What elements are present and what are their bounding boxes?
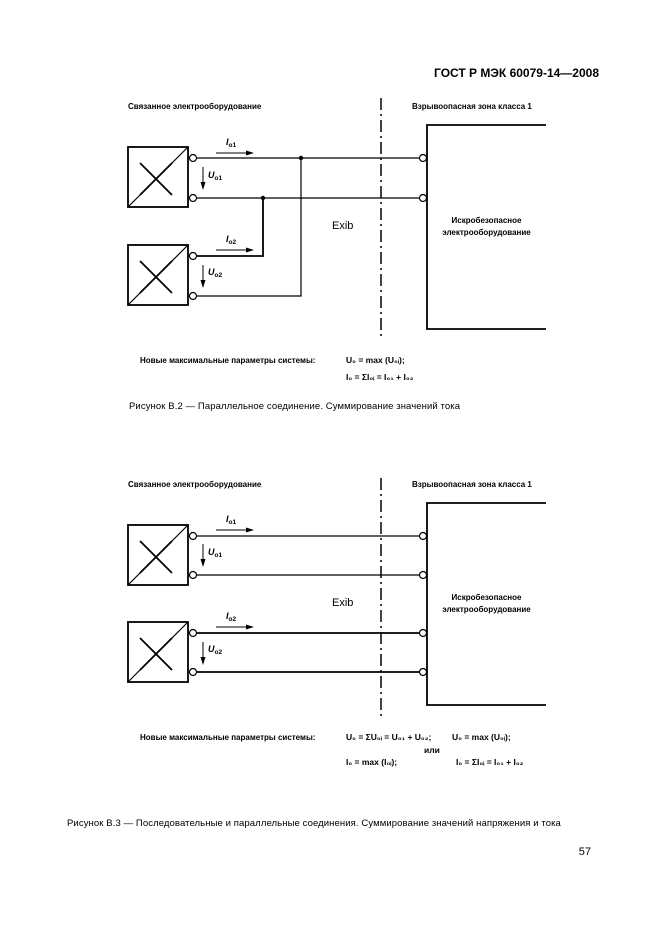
associated-equipment-label: Связанное электрооборудование (128, 102, 262, 111)
terminal (418, 153, 428, 163)
or-label: или (424, 745, 440, 755)
figure-b2: Связанное электрооборудование Взрывоопас… (0, 90, 661, 450)
terminal (188, 628, 198, 638)
wire-box2-bottom (197, 158, 302, 297)
figure-b3-diagram (127, 478, 546, 716)
associated-equipment-1 (127, 524, 189, 586)
intrinsically-safe-equipment-box (426, 124, 546, 330)
current-i2-label: Io2 (226, 611, 237, 623)
terminal (418, 628, 428, 638)
intrinsically-safe-equipment-box (426, 502, 546, 706)
current-arrow-icon (216, 150, 254, 156)
terminal (188, 193, 198, 203)
current-i1-label: Io1 (226, 514, 237, 526)
exib-label: Exib (332, 597, 354, 609)
formula-voltage: U₀ = max (U₀ᵢ); (346, 355, 405, 365)
formula-voltage-max: U₀ = max (U₀ᵢ); (452, 732, 511, 742)
figure-b3-caption: Рисунок В.3 — Последовательные и паралле… (67, 818, 561, 829)
voltage-u2-label: Uo2 (208, 644, 223, 656)
terminal (188, 251, 198, 261)
voltage-arrow-icon (200, 642, 206, 665)
intrinsically-safe-label: Искробезопасное электрооборудование (442, 216, 531, 237)
hazardous-zone-label: Взрывоопасная зона класса 1 (412, 480, 532, 489)
terminal (188, 531, 198, 541)
terminal (418, 531, 428, 541)
current-i1-label: Io1 (226, 137, 237, 149)
formula-current-sum: I₀ = ΣI₀ᵢ = I₀₁ + I₀₂ (456, 757, 524, 767)
voltage-arrow-icon (200, 265, 206, 288)
terminal (418, 570, 428, 580)
associated-equipment-2 (127, 244, 189, 306)
exib-label: Exib (332, 220, 354, 232)
figure-b2-diagram (127, 98, 546, 340)
terminal (188, 570, 198, 580)
associated-equipment-1 (127, 146, 189, 208)
terminal (188, 667, 198, 677)
page-header: ГОСТ Р МЭК 60079-14—2008 (434, 66, 599, 80)
current-i2-label: Io2 (226, 234, 237, 246)
system-params-label: Новые максимальные параметры системы: (140, 356, 316, 365)
voltage-u1-label: Uo1 (208, 547, 223, 559)
junction-dot (298, 155, 304, 161)
junction-dot (260, 195, 266, 201)
current-arrow-icon (216, 247, 254, 253)
formula-voltage-sum: U₀ = ΣU₀ᵢ = U₀₁ + U₀₂; (346, 732, 432, 742)
formula-current-max: I₀ = max (I₀ᵢ); (346, 757, 398, 767)
voltage-u1-label: Uo1 (208, 170, 223, 182)
voltage-arrow-icon (200, 167, 206, 190)
associated-equipment-label: Связанное электрооборудование (128, 480, 262, 489)
intrinsically-safe-label: Искробезопасное электрооборудование (442, 593, 531, 614)
voltage-arrow-icon (200, 544, 206, 567)
terminal (418, 667, 428, 677)
current-arrow-icon (216, 527, 254, 533)
figure-b2-caption: Рисунок В.2 — Параллельное соединение. С… (129, 401, 461, 412)
system-params-label: Новые максимальные параметры системы: (140, 733, 316, 742)
formula-current: I₀ = ΣI₀ᵢ = I₀₁ + I₀₂ (346, 372, 414, 382)
terminal (418, 193, 428, 203)
wire-box2-top (197, 198, 264, 257)
figure-b3: Связанное электрооборудование Взрывоопас… (0, 470, 661, 830)
voltage-u2-label: Uo2 (208, 267, 223, 279)
page-number: 57 (578, 846, 591, 858)
terminal (188, 153, 198, 163)
associated-equipment-2 (127, 621, 189, 683)
hazardous-zone-label: Взрывоопасная зона класса 1 (412, 102, 532, 111)
current-arrow-icon (216, 624, 254, 630)
terminal (188, 291, 198, 301)
